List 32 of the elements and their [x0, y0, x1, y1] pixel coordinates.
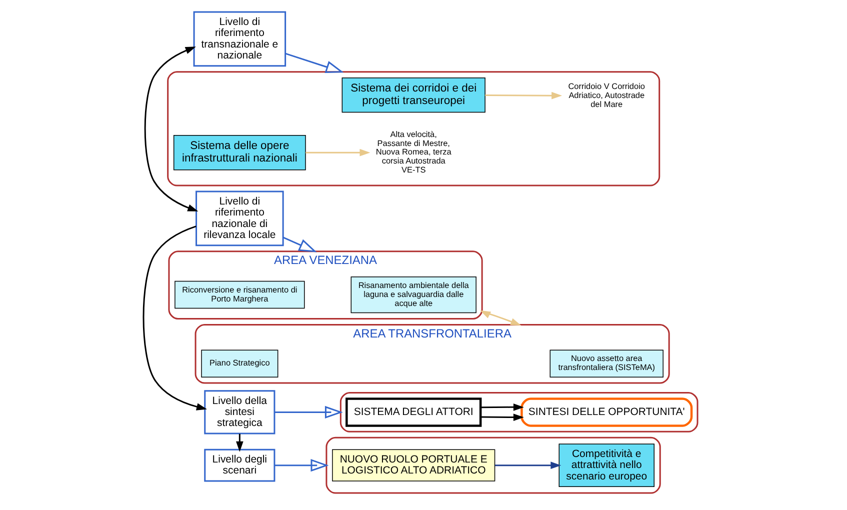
node-box: Nuovo assetto area transfrontaliera (SISTeMA)	[550, 349, 664, 377]
arrow	[236, 433, 244, 452]
cluster	[340, 392, 698, 432]
node-text: Alta velocità, Passante di Mestre, Nuova Romea, terza corsia Autostrada VE-TS	[376, 129, 452, 174]
arrow	[480, 310, 522, 326]
node-box: NUOVO RUOLO PORTUALE E LOGISTICO ALTO ADRIATICO	[332, 448, 496, 481]
node-box: Sistema dei corridoi e dei progetti transeuropei	[342, 76, 486, 112]
node-box: Sistema delle opere infrastrutturali nazionali	[173, 134, 306, 170]
node-box: Competitività e attrattività nello scenario europeo	[558, 443, 654, 487]
arrow	[274, 405, 343, 418]
arrow	[282, 236, 317, 252]
node-box: Riconversione e risanamento di Porto Marghera	[174, 280, 305, 308]
node-box: Livello degli scenari	[204, 448, 276, 482]
node-box: Livello della sintesi strategica	[204, 390, 276, 434]
node-box: SISTEMA DEGLI ATTORI	[346, 397, 482, 426]
node-box: SINTESI DELLE OPPORTUNITA'	[520, 397, 693, 426]
arrow	[306, 148, 370, 156]
arrow	[495, 461, 562, 469]
arrow	[480, 403, 524, 410]
node-box: Livello di riferimento nazionale di rilevanza locale	[196, 190, 284, 246]
cluster	[167, 70, 660, 186]
node-text: Corridoio V Corridoio Adriatico, Autostrade del Mare	[568, 81, 645, 108]
arrow	[480, 413, 524, 420]
node-box: Risanamento ambientale della laguna e salvaguardia dalle acque alte	[350, 276, 476, 313]
arrow	[142, 225, 208, 410]
arrow	[485, 91, 562, 99]
arrow	[285, 52, 344, 72]
arrow	[144, 46, 198, 211]
arrow	[274, 458, 329, 472]
node-box: Piano Strategico	[201, 349, 278, 377]
node-box: Livello di riferimento transnazionale e nazionale	[193, 10, 286, 66]
cluster	[326, 436, 661, 494]
